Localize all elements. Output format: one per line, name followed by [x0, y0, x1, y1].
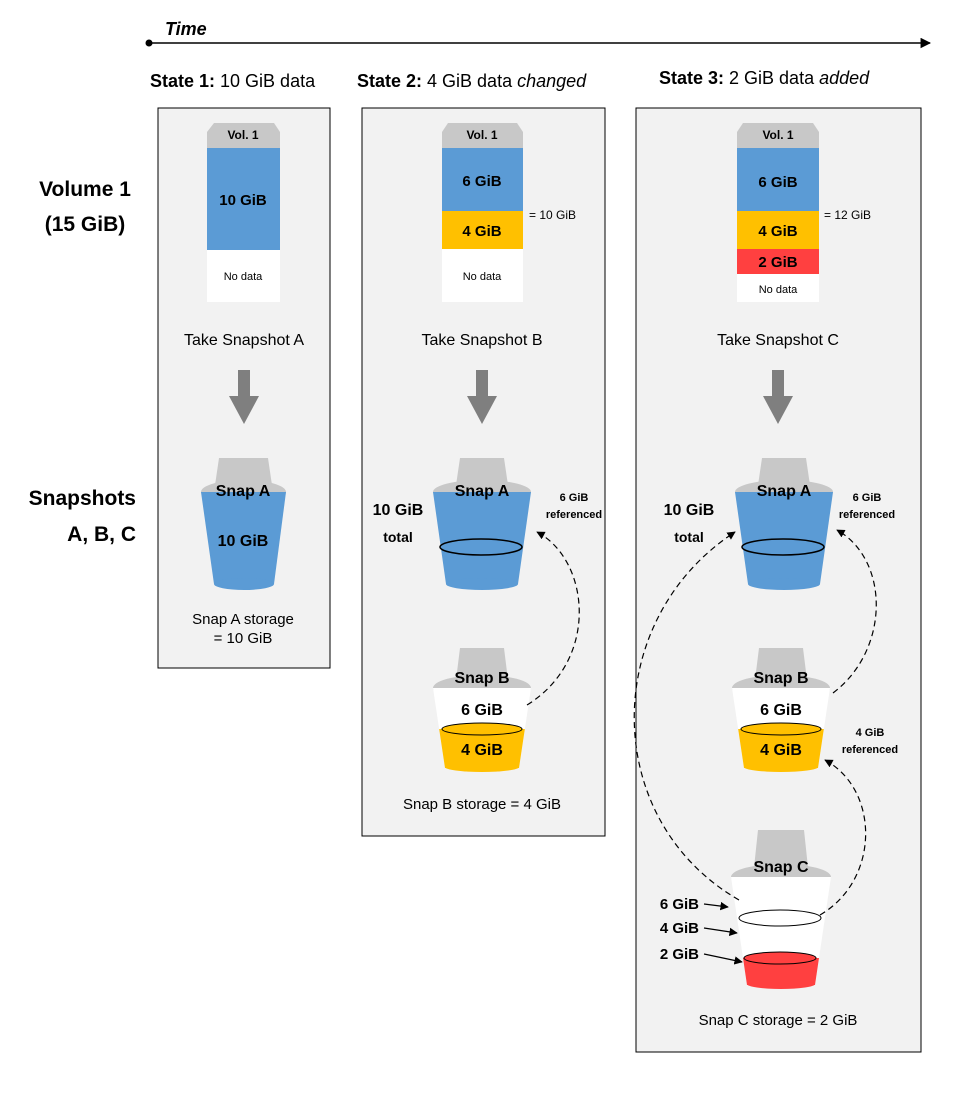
state-2-reference-arrow	[526, 531, 580, 706]
volume-no-data: No data	[224, 271, 263, 283]
timeline-label: Time	[165, 19, 207, 39]
snap-a-name: Snap A	[455, 483, 510, 500]
state-2-ref-size: 6 GiB	[560, 492, 589, 504]
state-3-total-size: 10 GiB	[664, 502, 715, 519]
snap-a-bucket-state-1: Snap A 10 GiB	[201, 458, 286, 590]
volume-1-state-2: Vol. 1 6 GiB 4 GiB No data	[442, 123, 523, 302]
snapshots-names-label: A, B, C	[67, 523, 136, 546]
snap-b-segment-4gib: 4 GiB	[760, 742, 802, 759]
volume-label: Vol. 1	[762, 128, 793, 142]
volume-size-label: (15 GiB)	[45, 213, 126, 236]
volume-3-total: = 12 GiB	[824, 208, 871, 222]
down-arrow-2	[467, 370, 497, 424]
snapshots-row-label: Snapshots	[29, 487, 136, 510]
state-3-total-label: total	[674, 529, 704, 545]
state-3-heading: State 3: 2 GiB data added	[659, 68, 870, 88]
volume-no-data: No data	[759, 284, 798, 296]
state-2-ref-label: referenced	[546, 509, 602, 521]
take-snapshot-b-label: Take Snapshot B	[422, 332, 543, 349]
snap-a-storage-line1: Snap A storage	[192, 611, 294, 628]
snap-c-level-6gib: 6 GiB	[660, 896, 699, 913]
volume-label: Vol. 1	[466, 128, 497, 142]
snap-b-name: Snap B	[454, 670, 509, 687]
snap-b-segment-6gib: 6 GiB	[461, 702, 503, 719]
state-2-total-size: 10 GiB	[373, 502, 424, 519]
snap-b-name: Snap B	[753, 670, 808, 687]
level-2gib-pointer	[703, 953, 743, 965]
take-snapshot-c-label: Take Snapshot C	[717, 332, 839, 349]
down-arrow-1	[229, 370, 259, 424]
volume-segment-10gib: 10 GiB	[219, 192, 267, 209]
snap-b-storage: Snap B storage = 4 GiB	[403, 796, 561, 813]
take-snapshot-a-label: Take Snapshot A	[184, 332, 304, 349]
volume-1-state-1: Vol. 1 10 GiB No data	[207, 123, 280, 302]
snap-a-storage-line2: = 10 GiB	[214, 630, 273, 647]
volume-segment-6gib: 6 GiB	[462, 173, 501, 190]
volume-row-label: Volume 1	[39, 178, 131, 201]
state-3-ref6-size: 6 GiB	[853, 492, 882, 504]
snap-a-bucket-state-3: Snap A	[735, 458, 833, 590]
volume-2-total: = 10 GiB	[529, 208, 576, 222]
state-2-total-label: total	[383, 529, 413, 545]
snap-b-to-a-reference-arrow	[832, 529, 877, 694]
snap-c-bucket-state-3: Snap C	[731, 830, 831, 989]
volume-1-state-3: Vol. 1 6 GiB 4 GiB 2 GiB No data	[737, 123, 819, 302]
volume-segment-6gib: 6 GiB	[758, 174, 797, 191]
state-3-ref4-label: referenced	[842, 744, 898, 756]
level-4gib-pointer	[703, 927, 738, 937]
snap-c-level-4gib: 4 GiB	[660, 920, 699, 937]
snap-c-level-2gib: 2 GiB	[660, 946, 699, 963]
snap-b-segment-4gib: 4 GiB	[461, 742, 503, 759]
state-2-heading: State 2: 4 GiB data changed	[357, 71, 587, 91]
snap-c-to-b-reference-arrow	[819, 759, 867, 916]
volume-segment-4gib: 4 GiB	[462, 223, 501, 240]
snap-c-to-a-reference-arrow	[633, 531, 740, 901]
timeline: Time	[145, 19, 932, 49]
snap-b-bucket-state-3: Snap B 6 GiB 4 GiB	[732, 648, 830, 772]
volume-segment-2gib: 2 GiB	[758, 254, 797, 271]
snap-a-name: Snap A	[216, 483, 271, 500]
volume-label: Vol. 1	[227, 128, 258, 142]
down-arrow-3	[763, 370, 793, 424]
snap-c-storage: Snap C storage = 2 GiB	[699, 1012, 858, 1029]
state-1-heading: State 1: 10 GiB data	[150, 71, 316, 91]
snap-a-size: 10 GiB	[218, 533, 269, 550]
snap-a-name: Snap A	[757, 483, 812, 500]
snap-b-segment-6gib: 6 GiB	[760, 702, 802, 719]
snap-a-bucket-state-2: Snap A	[433, 458, 531, 590]
snap-b-bucket-state-2: Snap B 6 GiB 4 GiB	[433, 648, 531, 772]
volume-no-data: No data	[463, 271, 502, 283]
snap-c-name: Snap C	[753, 859, 809, 876]
level-6gib-pointer	[703, 901, 729, 911]
state-3-ref4-size: 4 GiB	[856, 727, 885, 739]
state-3-ref6-label: referenced	[839, 509, 895, 521]
volume-segment-4gib: 4 GiB	[758, 223, 797, 240]
